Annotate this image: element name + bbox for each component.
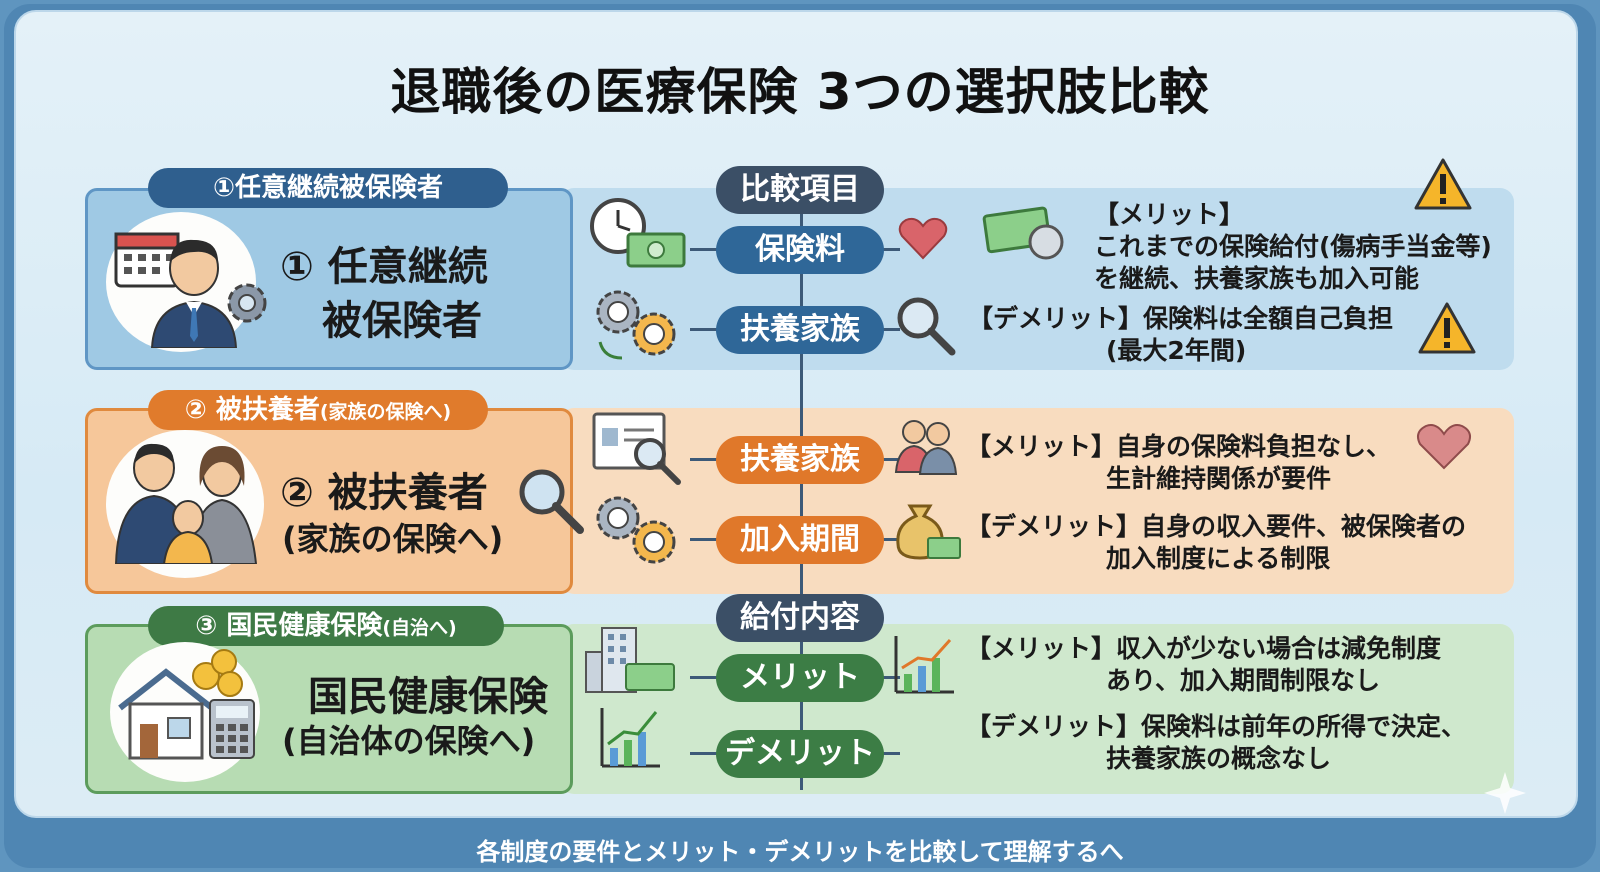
item-pill-dependents-2: 扶養家族 [716, 436, 884, 484]
option-name-1: ① 任意継続被保険者 [280, 240, 488, 348]
coins-icon [192, 649, 243, 697]
option-name-3: 国民健康保険 [308, 674, 548, 720]
money-bag-icon [896, 504, 961, 560]
chart-icon [600, 708, 660, 768]
footer-caption: 各制度の要件とメリット・デメリットを比較して理解するへ [476, 838, 1124, 866]
warning-icon [1414, 158, 1472, 210]
magnifier-icon-2 [897, 297, 956, 356]
comparison-spine [800, 200, 803, 790]
heart-icon-2 [1417, 424, 1471, 470]
option-name-3-sub: (自治体の保険へ) [282, 722, 536, 760]
warning-icon-2 [1418, 302, 1476, 354]
item-pill-demerit: デメリット [716, 730, 884, 778]
row-band-2 [560, 408, 1514, 594]
heart-icon [898, 217, 948, 260]
page-title: 退職後の医療保険 3つの選択肢比較 [390, 63, 1210, 121]
calendar-icon [114, 232, 180, 288]
money-icon [982, 206, 1064, 260]
clock-money-icon [590, 198, 686, 268]
row2-demerit-line2: 加入制度による制限 [1106, 544, 1331, 573]
row1-demerit-line1: 【デメリット】保険料は全額自己負担 [968, 304, 1394, 333]
option-tab-3: ③ 国民健康保険(自治へ) [148, 606, 504, 646]
building-icon [585, 627, 675, 693]
gear-icon [227, 283, 267, 323]
option-tab-2-sub: (家族の保険へ) [319, 401, 452, 423]
row3-merit-line1: 【メリット】収入が少ない場合は減免制度 [966, 634, 1442, 663]
row3-merit-line2: あり、加入期間制限なし [1106, 666, 1381, 695]
option-name-1-line1: ① 任意継続 [280, 244, 488, 290]
comparison-header: 比較項目 [716, 166, 884, 214]
house-icon [118, 668, 214, 760]
row1-merit-line1: これまでの保険給付(傷病手当金等) [1094, 232, 1492, 261]
row2-demerit-line1: 【デメリット】自身の収入要件、被保険者の [966, 512, 1467, 541]
document-icon [592, 412, 681, 485]
item-pill-dependents: 扶養家族 [716, 306, 884, 354]
item-pill-period: 加入期間 [716, 516, 884, 564]
row3-demerit-line2: 扶養家族の概念なし [1106, 744, 1332, 773]
people-icon [894, 420, 958, 475]
option-name-2: ② 被扶養者 [280, 470, 488, 516]
magnifier-icon [519, 469, 584, 534]
option-tab-2: ② 被扶養者(家族の保険へ) [148, 390, 488, 430]
option-name-1-line2: 被保険者 [322, 298, 482, 344]
sparkle-icon [1484, 772, 1526, 814]
option-tab-3-sub: (自治へ) [382, 617, 457, 639]
item-pill-merit: メリット [716, 654, 884, 702]
row3-demerit-line1: 【デメリット】保険料は前年の所得で決定、 [966, 712, 1467, 741]
refresh-gears-icon [596, 290, 676, 360]
refresh-gears-icon-2 [596, 496, 676, 564]
row1-merit-line2: を継続、扶養家族も加入可能 [1094, 264, 1420, 293]
calculator-icon [209, 699, 255, 759]
option-name-2-sub: (家族の保険へ) [282, 520, 504, 558]
row1-merit-title: 【メリット】 [1094, 200, 1245, 229]
row1-demerit-line2: (最大2年間) [1106, 336, 1247, 365]
option-tab-2-main: ② 被扶養者 [184, 395, 320, 425]
item-pill-benefits: 給付内容 [716, 594, 884, 642]
businessman-icon [150, 239, 238, 348]
row2-merit-line2: 生計維持関係が要件 [1106, 464, 1332, 493]
row2-merit-line1: 【メリット】自身の保険料負担なし、 [966, 432, 1392, 461]
option-tab-1: ①任意継続被保険者 [148, 168, 508, 208]
family-icon [114, 443, 258, 564]
chart-icon-2 [894, 636, 954, 694]
option-tab-3-main: ③ 国民健康保険 [195, 611, 383, 641]
item-pill-premium: 保険料 [716, 226, 884, 274]
